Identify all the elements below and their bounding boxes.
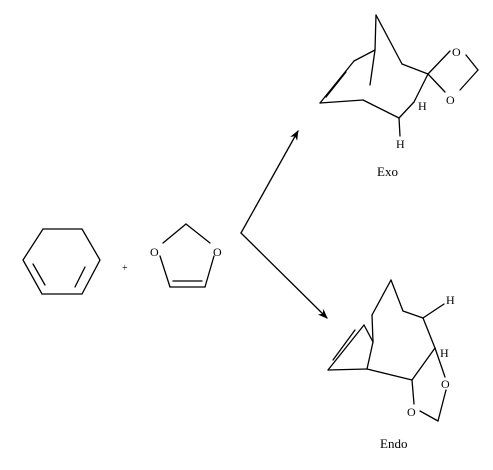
cyclohexene-structure	[22, 228, 101, 295]
endo-oxygen-bottom: O	[407, 405, 416, 419]
dioxole-oxygen-left: O	[150, 245, 159, 259]
reaction-arrows	[240, 130, 328, 319]
dioxole-oxygen-right: O	[213, 245, 222, 259]
endo-oxygen-right: O	[441, 377, 450, 391]
exo-label: Exo	[377, 164, 398, 179]
exo-product-structure: O O H H Exo	[319, 14, 479, 179]
arrow-to-exo	[240, 130, 299, 234]
plus-sign: +	[122, 263, 128, 274]
exo-oxygen-top: O	[452, 45, 461, 59]
exo-hydrogen-upper: H	[418, 99, 427, 113]
exo-hydrogen-lower: H	[396, 137, 405, 151]
arrow-to-endo	[240, 232, 328, 319]
endo-label: Endo	[380, 436, 407, 451]
endo-product-structure: H H O O Endo	[327, 279, 455, 451]
dioxole-structure: O O	[150, 223, 222, 288]
exo-oxygen-bottom: O	[446, 93, 455, 107]
endo-hydrogen-top: H	[446, 293, 455, 307]
endo-hydrogen-lower: H	[440, 346, 449, 360]
